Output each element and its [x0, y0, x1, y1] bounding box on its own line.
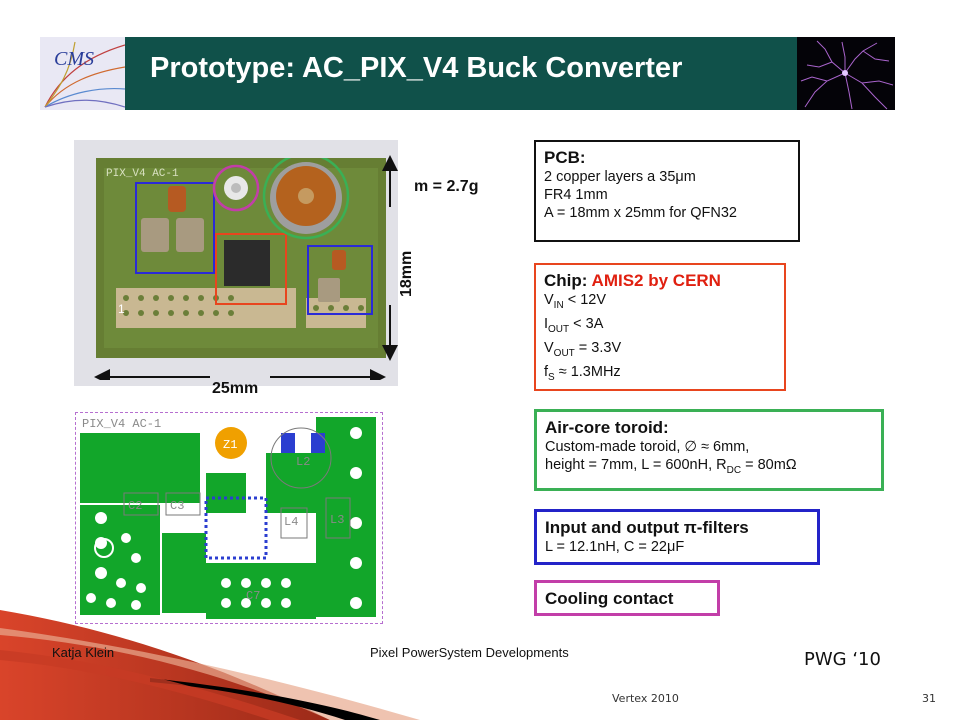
pcb-info-box: PCB: 2 copper layers a 35μm FR4 1mm A = … [534, 140, 800, 242]
title-banner [40, 37, 895, 110]
toroid-info-box: Air-core toroid: Custom-made toroid, ∅ ≈… [534, 409, 884, 491]
chip-iout: IOUT < 3A [544, 315, 604, 335]
chip-vout: VOUT = 3.3V [544, 339, 622, 359]
slide-swoosh-decoration [0, 610, 420, 720]
filter-title: Input and output π-filters [545, 518, 749, 537]
toroid-line-params: height = 7mm, L = 600nH, RDC = 80mΩ [545, 457, 797, 476]
chip-fs: fS ≈ 1.3MHz [544, 363, 621, 383]
chip-info-box: Chip: AMIS2 by CERN VIN < 12V IOUT < 3A … [534, 263, 786, 391]
photo-component-label: 1 [118, 302, 125, 316]
pcb-line-copper: 2 copper layers a 35μm [544, 169, 696, 185]
footer-subtitle: Pixel PowerSystem Developments [370, 645, 569, 660]
page-number: 31 [922, 692, 936, 705]
cms-logo-text: CMS [54, 48, 94, 70]
pwg-label: PWG ‘10 [804, 649, 881, 670]
cms-logo: CMS [40, 37, 125, 110]
dimension-arrows [94, 155, 398, 380]
chip-vin: VIN < 12V [544, 292, 606, 311]
layout-label-c2: C2 [128, 499, 142, 513]
layout-label-l2: L2 [296, 455, 310, 469]
conference-label: Vertex 2010 [612, 692, 679, 705]
chip-title: Chip: AMIS2 by CERN [544, 271, 721, 290]
chip-name: AMIS2 by CERN [591, 271, 721, 290]
filter-info-box: Input and output π-filters L = 12.1nH, C… [534, 509, 820, 565]
layout-board-text: PIX_V4 AC-1 [82, 417, 161, 431]
toroid-line-size: Custom-made toroid, ∅ ≈ 6mm, [545, 439, 750, 455]
layout-label-c3: C3 [170, 499, 184, 513]
layout-label-z1: Z1 [223, 438, 237, 452]
pcb-line-area: A = 18mm x 25mm for QFN32 [544, 205, 737, 221]
layout-label-l4: L4 [284, 515, 298, 529]
height-dimension-label: 18mm [398, 250, 415, 297]
toroid-title: Air-core toroid: [545, 418, 669, 437]
layout-label-c7: C7 [246, 589, 260, 603]
slide-title: Prototype: AC_PIX_V4 Buck Converter [150, 52, 683, 84]
footer-author: Katja Klein [52, 645, 115, 660]
cooling-title: Cooling contact [545, 589, 674, 608]
cooling-info-box: Cooling contact [534, 580, 720, 616]
photo-board-text: PIX_V4 AC-1 [106, 168, 179, 180]
width-dimension-label: 25mm [212, 380, 259, 397]
pcb-title: PCB: [544, 148, 586, 167]
filter-line-values: L = 12.1nH, C = 22μF [545, 539, 685, 555]
pcb-line-fr4: FR4 1mm [544, 187, 608, 203]
pcb-board-photo: PIX_V4 AC-1 1 [96, 152, 386, 358]
pcb-layout-drawing: PIX_V4 AC-1 Z1 L2 C2 C3 L4 L3 C7 [75, 412, 383, 624]
lightning-image [797, 37, 895, 110]
mass-label: m = 2.7g [414, 178, 479, 195]
layout-label-l3: L3 [330, 513, 344, 527]
